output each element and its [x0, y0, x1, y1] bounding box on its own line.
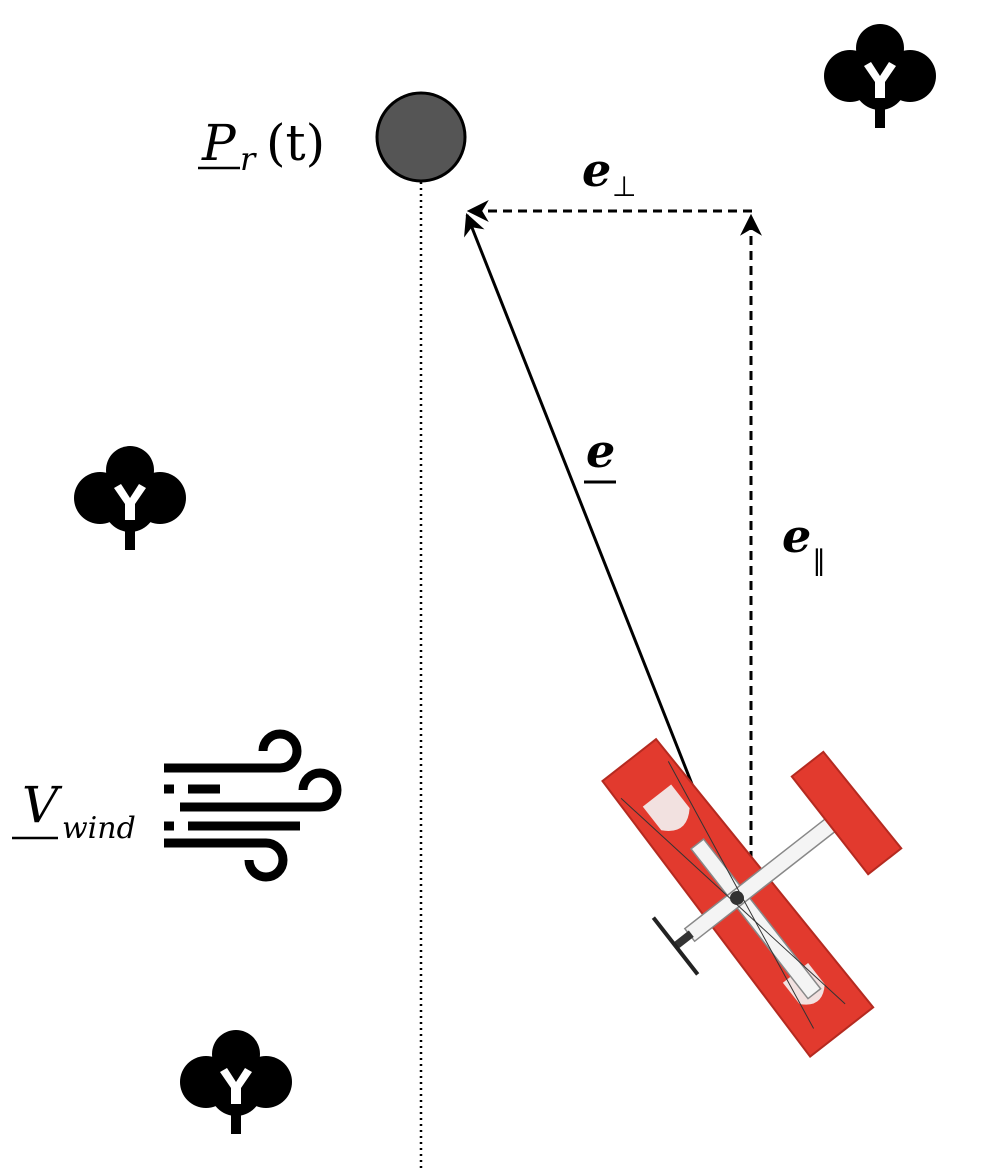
- error-perp-label-main: e: [582, 143, 611, 197]
- reference-point-label-main: P: [201, 114, 237, 172]
- wind-icon: [164, 729, 342, 882]
- error-perp-label: e ⊥: [582, 143, 636, 203]
- aircraft-icon: [601, 737, 903, 1059]
- tree-icon: [74, 446, 186, 550]
- error-parallel-label-main: e: [782, 509, 811, 563]
- tree-icon: [180, 1030, 292, 1134]
- tree-icon: [824, 24, 936, 128]
- reference-point-label-sub: r: [240, 140, 257, 178]
- wind-label: V wind: [12, 776, 136, 846]
- reference-point-icon: [375, 91, 467, 183]
- reference-point-label-arg: (t): [266, 114, 325, 172]
- wind-label-main: V: [22, 776, 63, 834]
- error-parallel-label: e ∥: [782, 509, 826, 577]
- error-vector-label-main: e: [586, 424, 615, 478]
- error-parallel-label-sub: ∥: [812, 544, 826, 577]
- error-vector-label: e: [584, 424, 616, 484]
- wind-label-sub: wind: [62, 811, 136, 846]
- reference-point-label: P r (t): [198, 114, 325, 178]
- error-perp-label-sub: ⊥: [612, 170, 636, 203]
